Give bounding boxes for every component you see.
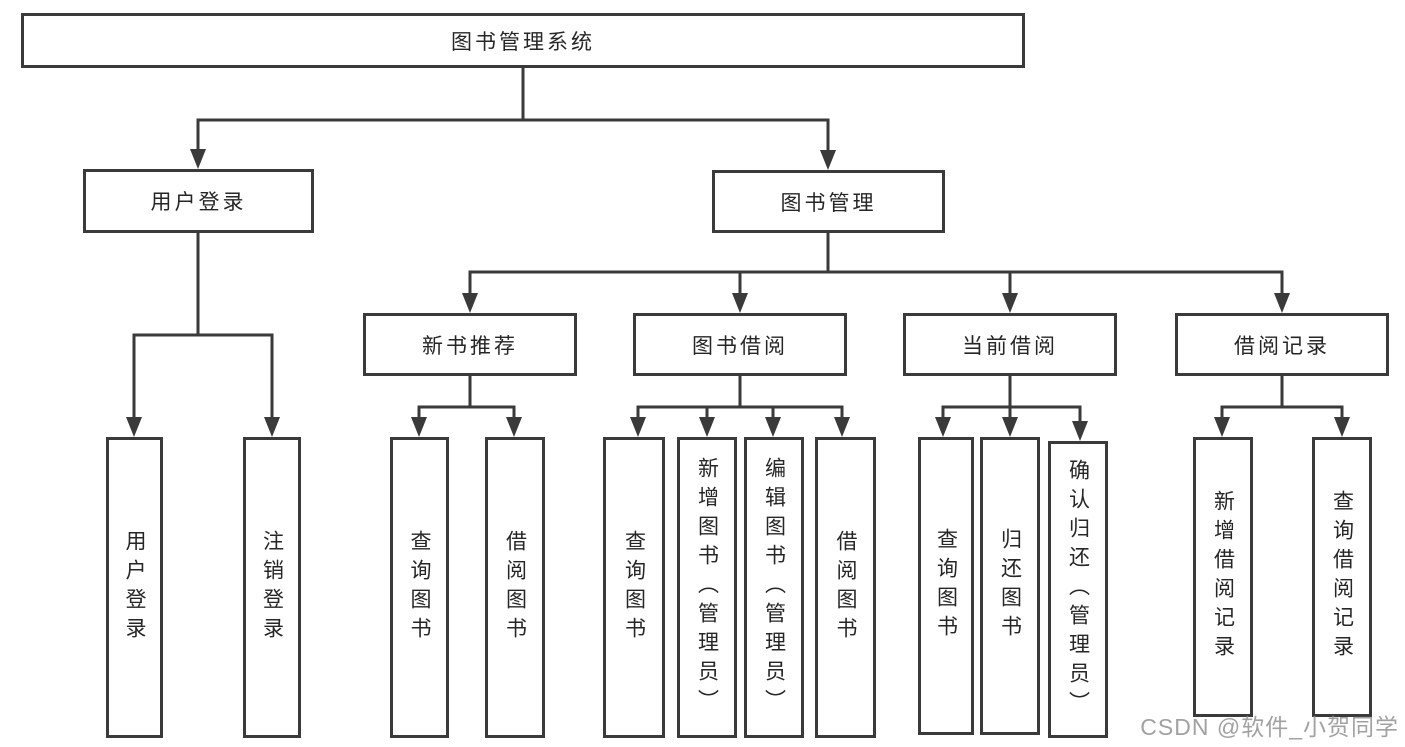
node-current-borrow: 当前借阅 bbox=[903, 313, 1117, 376]
node-label-root: 图书管理系统 bbox=[451, 30, 595, 54]
node-leaf-logout: 注销登录 bbox=[243, 437, 301, 738]
node-br-query: 查询借阅记录 bbox=[1312, 437, 1372, 717]
node-label-nb-borrow: 借阅图书 bbox=[503, 529, 527, 646]
node-label-borrow-records: 借阅记录 bbox=[1234, 334, 1330, 358]
node-leaf-user-login: 用户登录 bbox=[106, 437, 163, 738]
node-label-user-login: 用户登录 bbox=[150, 191, 247, 214]
node-user-login: 用户登录 bbox=[83, 169, 314, 233]
node-bb-edit: 编辑图书（管理员） bbox=[744, 437, 804, 738]
node-label-nb-query: 查询图书 bbox=[408, 529, 431, 646]
node-label-br-query: 查询借阅记录 bbox=[1330, 490, 1354, 664]
node-label-bb-borrow: 借阅图书 bbox=[834, 529, 857, 646]
node-cb-return: 归还图书 bbox=[980, 437, 1040, 735]
node-label-leaf-user-login: 用户登录 bbox=[123, 529, 146, 646]
node-nb-query: 查询图书 bbox=[390, 437, 449, 738]
node-label-cb-query: 查询图书 bbox=[934, 528, 958, 644]
node-root: 图书管理系统 bbox=[21, 13, 1025, 68]
node-br-add: 新增借阅记录 bbox=[1193, 437, 1253, 717]
node-label-book-borrow: 图书借阅 bbox=[692, 334, 788, 358]
node-label-leaf-logout: 注销登录 bbox=[260, 529, 284, 646]
node-borrow-records: 借阅记录 bbox=[1175, 313, 1389, 376]
node-nb-borrow: 借阅图书 bbox=[485, 437, 545, 738]
node-bb-add: 新增图书（管理员） bbox=[677, 437, 737, 738]
watermark-text: CSDN @软件_小贺同学 bbox=[1140, 714, 1399, 740]
node-cb-query: 查询图书 bbox=[918, 437, 974, 735]
node-label-bb-add: 新增图书（管理员） bbox=[695, 457, 719, 718]
node-cb-confirm: 确认归还（管理员） bbox=[1048, 441, 1108, 738]
node-label-book-mgmt: 图书管理 bbox=[780, 191, 877, 215]
node-label-bb-edit: 编辑图书（管理员） bbox=[762, 457, 786, 718]
node-label-bb-query: 查询图书 bbox=[622, 529, 646, 646]
node-label-new-book: 新书推荐 bbox=[422, 334, 518, 358]
node-book-borrow: 图书借阅 bbox=[633, 313, 847, 376]
node-bb-query: 查询图书 bbox=[603, 437, 665, 738]
node-label-br-add: 新增借阅记录 bbox=[1211, 490, 1235, 664]
node-label-cb-confirm: 确认归还（管理员） bbox=[1066, 459, 1090, 720]
node-new-book: 新书推荐 bbox=[363, 313, 577, 376]
node-book-mgmt: 图书管理 bbox=[712, 170, 945, 233]
node-label-current-borrow: 当前借阅 bbox=[962, 334, 1058, 358]
node-label-cb-return: 归还图书 bbox=[998, 528, 1022, 644]
node-bb-borrow: 借阅图书 bbox=[815, 437, 876, 738]
